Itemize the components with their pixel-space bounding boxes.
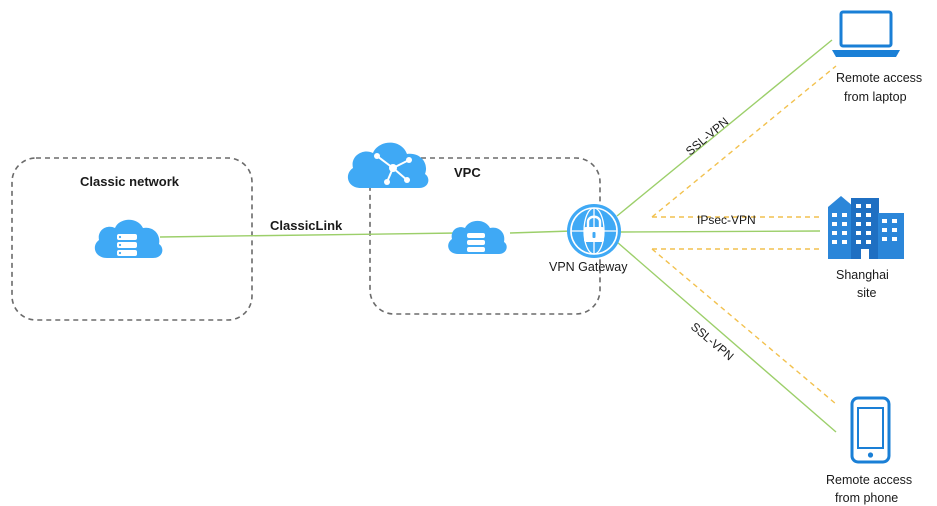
vpc-to-gateway-line: [509, 230, 573, 234]
ipsec-vpn-label: IPsec-VPN: [697, 213, 756, 227]
vpc-label: VPC: [454, 165, 481, 180]
laptop-label-line2: from laptop: [844, 90, 907, 104]
cloud-server-icon: [448, 220, 507, 254]
shanghai-label-line1: Shanghai: [836, 268, 889, 282]
ssl-vpn-bottom-label: SSL-VPN: [688, 320, 736, 364]
ssl-vpn-top-label: SSL-VPN: [683, 115, 731, 159]
cloud-network-icon: [347, 142, 429, 188]
phone-label-line1: Remote access: [826, 473, 912, 487]
building-icon: [828, 196, 904, 259]
classiclink-line: [159, 232, 459, 238]
classic-network-label: Classic network: [80, 174, 180, 189]
vpn-gateway-label: VPN Gateway: [549, 260, 628, 274]
laptop-icon: [832, 10, 900, 57]
laptop-label-line1: Remote access: [836, 71, 922, 85]
vpn-gateway-lock-icon: [567, 204, 621, 258]
smartphone-icon: [850, 396, 891, 464]
ipsec-vpn-line: [619, 230, 821, 233]
ssl-vpn-phone-line: [616, 241, 837, 433]
cloud-server-icon: [94, 219, 163, 258]
classic-network-box: [11, 157, 253, 321]
ssl-vpn-laptop-line: [616, 39, 833, 217]
phone-label-line2: from phone: [835, 491, 898, 505]
classiclink-label: ClassicLink: [270, 218, 343, 233]
shanghai-label-line2: site: [857, 286, 877, 300]
tunnel-dashes: [651, 65, 837, 405]
